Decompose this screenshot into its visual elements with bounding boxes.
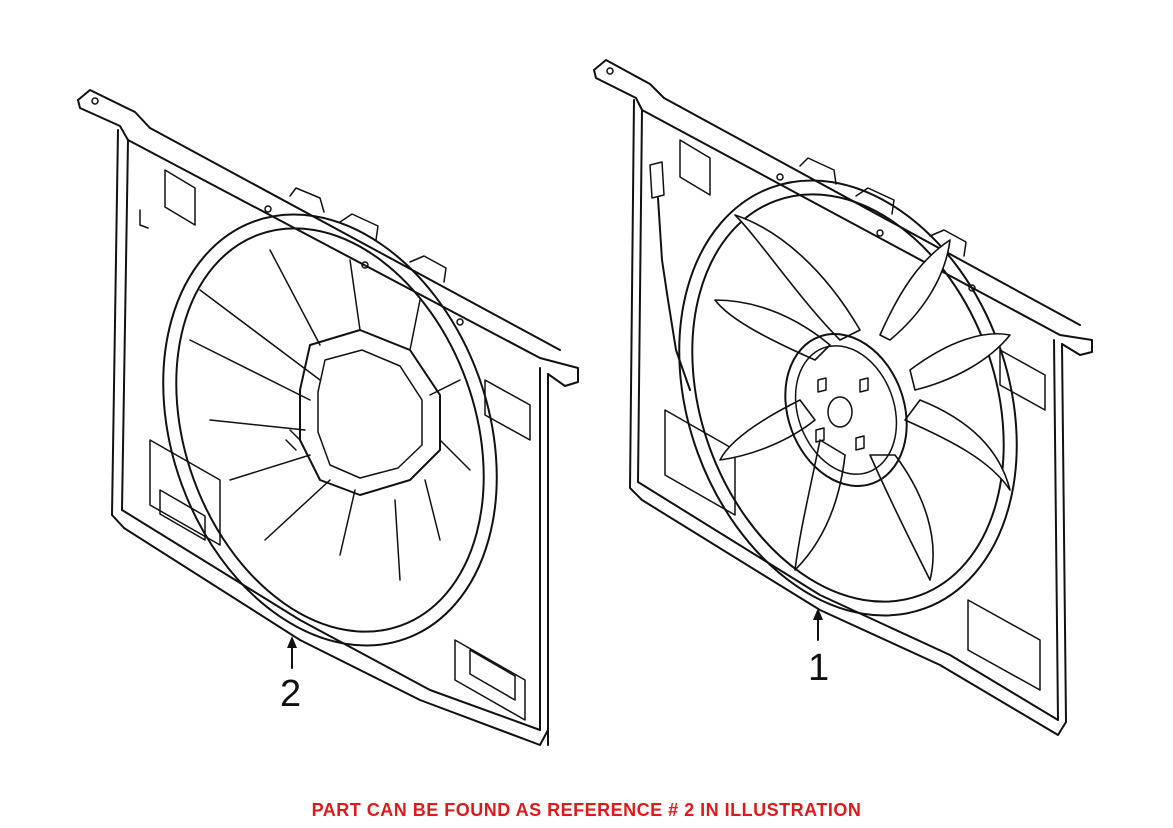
reference-note: PART CAN BE FOUND AS REFERENCE # 2 IN IL… — [311, 800, 862, 820]
callout-label-1: 1 — [808, 647, 829, 689]
fan-assembly-part-1 — [593, 59, 1093, 736]
callout-1: 1 — [808, 608, 829, 689]
fan-shroud-part-2 — [77, 89, 579, 746]
callout-2: 2 — [280, 636, 301, 715]
callout-label-2: 2 — [280, 673, 301, 715]
fan-shroud-illustration: 2 — [77, 59, 1093, 746]
